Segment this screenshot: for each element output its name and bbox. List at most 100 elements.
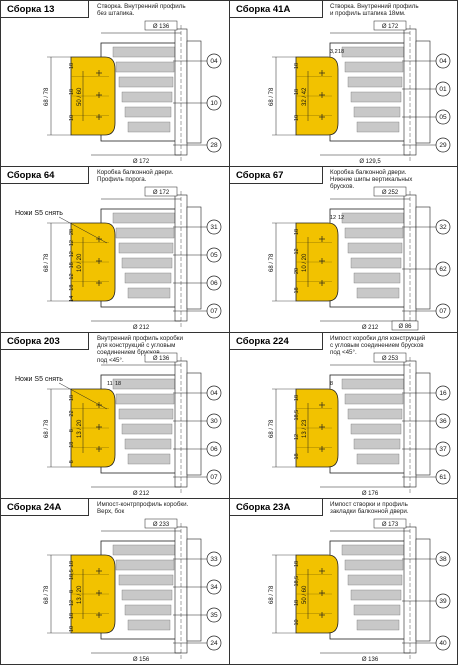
callout-circle <box>435 413 451 429</box>
cutter-blade <box>344 61 404 73</box>
assembly-description: Коробка балконной двери.Профиль порога. <box>97 169 173 183</box>
cutter-blade <box>347 242 403 254</box>
height-dimension: 18 <box>294 600 300 606</box>
height-dimension: 20 <box>294 268 300 274</box>
cutter-blade <box>112 544 176 556</box>
top-diameter: Ø 253 <box>382 356 399 362</box>
bottom-diameter: Ø 172 <box>133 159 150 165</box>
inner-dimension: 13 / 23 <box>302 419 308 438</box>
cutter-blade <box>118 408 174 420</box>
assembly-description: Импост-контрпрофиль коробки.Верх, бок <box>97 501 188 515</box>
description-line: с угловым соединением брусков <box>330 342 424 350</box>
height-dimension: 18 <box>294 89 300 95</box>
callout-number: 28 <box>210 142 218 149</box>
callout-circle <box>435 137 451 153</box>
height-dimension: 18 <box>294 561 300 567</box>
side-dimension: 68 / 78 <box>44 585 50 604</box>
description-line: Импост створки и профиль <box>330 501 408 508</box>
cutter-blade <box>112 46 176 58</box>
assembly-title: Сборка 203 <box>1 333 89 350</box>
height-dimension: 12 <box>294 434 300 440</box>
width-dimension: 12 <box>330 215 336 221</box>
height-dimension: 18,5 <box>69 569 75 580</box>
cutter-blade <box>112 212 176 224</box>
cutter-blade <box>127 619 171 631</box>
callout-circle <box>435 635 451 651</box>
diameter-box <box>391 320 419 331</box>
height-dimension: 18 <box>69 442 75 448</box>
description-line: брусков. <box>330 183 355 191</box>
height-dimension: 18 <box>294 287 300 293</box>
inner-dimension: 10 / 20 <box>77 253 83 272</box>
height-dimension: 18 <box>69 63 75 69</box>
cutter-blade <box>115 61 175 73</box>
top-diameter: Ø 172 <box>382 24 399 30</box>
cutter-blade <box>121 423 173 435</box>
guide-plate <box>186 538 202 642</box>
width-dimension: 18 <box>115 381 121 387</box>
callout-circle <box>435 53 451 69</box>
top-diameter: Ø 233 <box>153 522 170 528</box>
callout-circle <box>435 81 451 97</box>
height-dimension: 18 <box>294 63 300 69</box>
diameter-box <box>373 518 407 529</box>
cutter-blade <box>347 76 403 88</box>
callout-number: 29 <box>439 142 447 149</box>
inner-dimension: 10 / 20 <box>302 253 308 272</box>
bottom-diameter: Ø 129,5 <box>359 159 381 165</box>
height-dimension: 18,5 <box>294 576 300 587</box>
inner-dimension: 13 / 20 <box>77 419 83 438</box>
height-dimension: 10 <box>294 115 300 121</box>
top-diameter: Ø 136 <box>153 356 170 362</box>
top-diameter: Ø 252 <box>382 190 399 196</box>
callout-circle <box>435 441 451 457</box>
callout-circle <box>206 247 222 263</box>
height-dimension: 22 <box>69 410 75 416</box>
bottom-diameter: Ø 212 <box>133 325 150 331</box>
callout-number: 07 <box>439 308 447 315</box>
callout-number: 04 <box>210 58 218 65</box>
description-line: Створка. Внутренний профиль <box>97 3 186 10</box>
cutter-blade <box>118 76 174 88</box>
height-dimension: 18 <box>294 395 300 401</box>
side-dimension: 68 / 78 <box>44 87 50 106</box>
bottom-diameter: Ø 176 <box>362 491 379 497</box>
side-dimension: 68 / 78 <box>44 419 50 438</box>
callout-number: 61 <box>439 474 447 481</box>
description-line: Импост-контрпрофиль коробки. <box>97 501 189 508</box>
height-dimension: 18 <box>69 262 75 268</box>
side-dimension: 68 / 78 <box>269 585 275 604</box>
cutter-blade <box>341 544 405 556</box>
bottom-diameter-2: Ø 86 <box>398 324 412 330</box>
cutter-blade <box>127 287 171 299</box>
cutter-blade <box>115 227 175 239</box>
side-dimension: 68 / 78 <box>269 419 275 438</box>
height-dimension: 28 <box>69 229 75 235</box>
cutter-blade <box>127 121 171 133</box>
callout-number: 16 <box>439 390 447 397</box>
callout-circle <box>206 275 222 291</box>
callout-circle <box>435 469 451 485</box>
side-dimension: 68 / 78 <box>44 253 50 272</box>
callout-number: 04 <box>439 58 447 65</box>
callout-number: 38 <box>439 556 447 563</box>
cutter-blade <box>350 257 402 269</box>
cutter-blade <box>115 393 175 405</box>
cutter-blade <box>127 453 171 465</box>
cutter-blade <box>344 559 404 571</box>
guide-plate <box>415 538 431 642</box>
height-dimension: 18 <box>294 229 300 235</box>
callout-circle <box>435 385 451 401</box>
diameter-box <box>373 20 407 31</box>
top-diameter: Ø 136 <box>153 24 170 30</box>
cutter-blade <box>341 46 405 58</box>
